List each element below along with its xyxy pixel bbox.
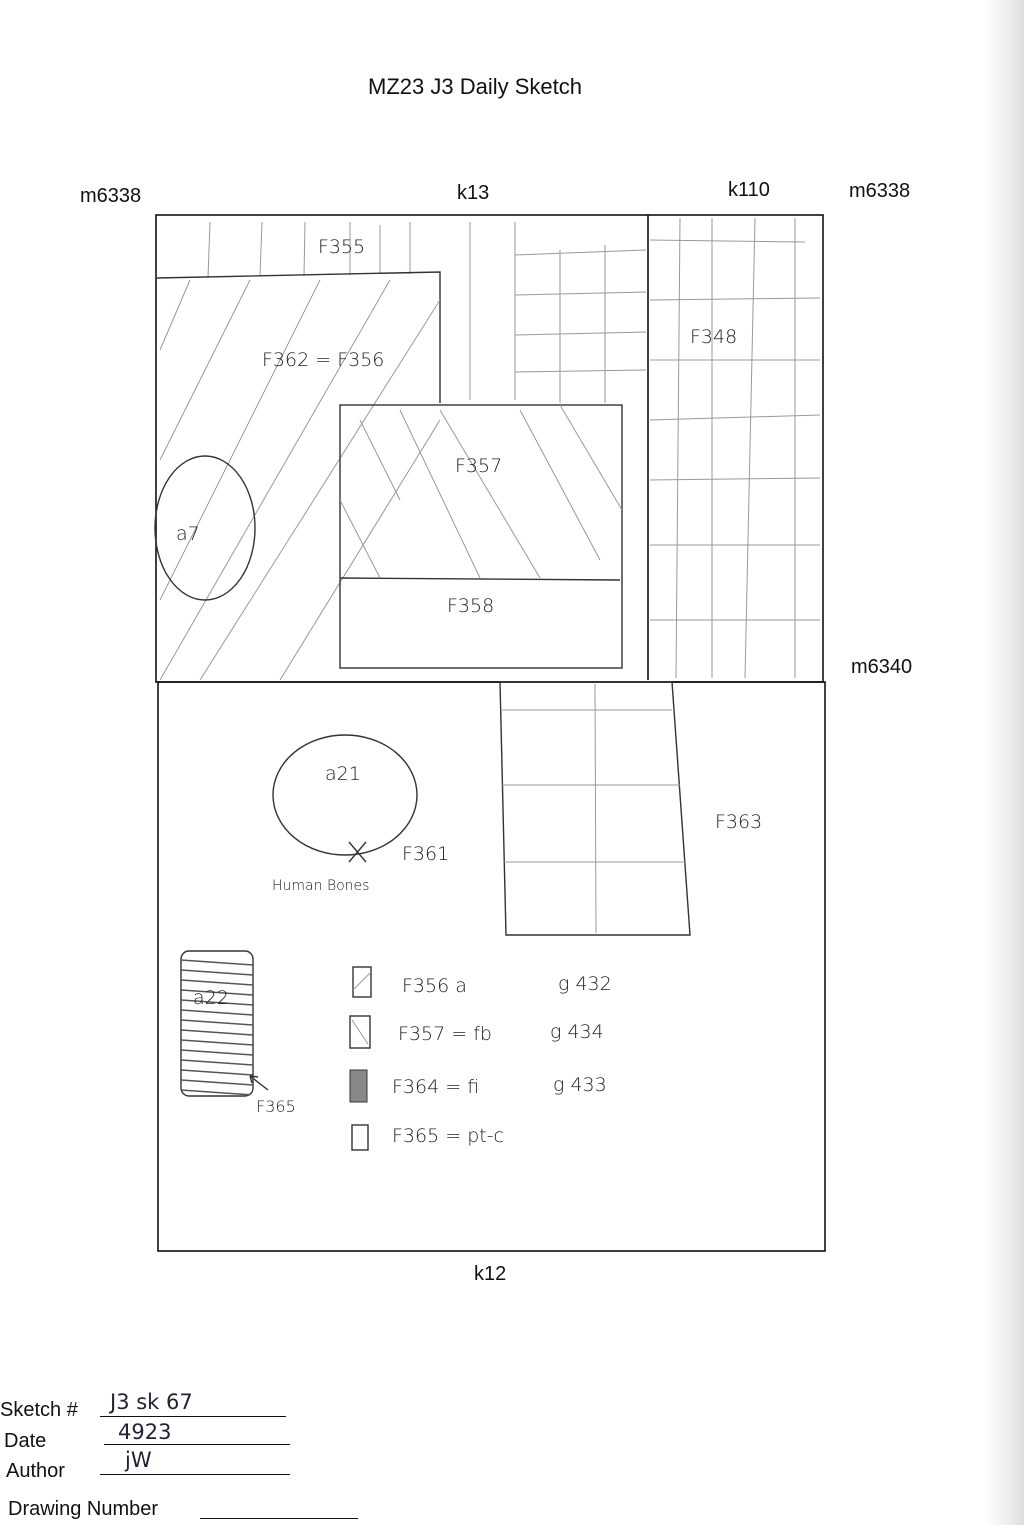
f365-arrow-icon: [249, 1075, 269, 1091]
grid-top-middle: [514, 245, 647, 403]
f355-label: F355: [318, 236, 365, 258]
author-value: jW: [125, 1448, 152, 1472]
f365-label: F365: [256, 1097, 296, 1116]
legend-note: g 432: [558, 973, 612, 995]
date-field[interactable]: [104, 1420, 290, 1445]
grid-label-top-left: m6338: [80, 185, 142, 207]
author-label: Author: [6, 1460, 65, 1482]
f363-outline: [499, 681, 691, 936]
f358-label: F358: [447, 595, 494, 617]
sketch-number-value: J3 sk 67: [110, 1390, 193, 1414]
human-bones-label: Human Bones: [272, 878, 369, 894]
a7-label: a7: [176, 523, 200, 545]
f348-grid: [649, 217, 821, 679]
page-title: MZ23 J3 Daily Sketch: [368, 74, 582, 99]
f361-label: F361: [402, 843, 449, 865]
grid-label-right-middle: m6340: [851, 656, 913, 678]
legend-label: F357 = fb: [398, 1023, 492, 1045]
f357-f358-outline: [339, 404, 623, 669]
f357-hatch: [340, 405, 622, 578]
legend-label: F364 = fi: [392, 1076, 479, 1098]
a22-hatch: [181, 959, 253, 1096]
drawing-number-field[interactable]: [200, 1496, 358, 1519]
f357-label: F357: [455, 455, 502, 477]
sketch-number-field[interactable]: [100, 1392, 286, 1417]
f348-label: F348: [690, 326, 737, 348]
f355-hatch: [207, 221, 411, 279]
grid-label-top-middle: k13: [457, 182, 490, 204]
a22-label: a22: [193, 987, 229, 1009]
grid-label-top-right-inner: k110: [728, 179, 770, 201]
f362-hatch: [159, 279, 440, 680]
a21-label: a21: [325, 763, 361, 785]
grid-label-bottom: k12: [474, 1263, 507, 1285]
legend-swatches: [349, 966, 372, 1151]
grid-label-top-right: m6338: [849, 180, 911, 202]
drawing-number-label: Drawing Number: [8, 1498, 159, 1520]
a21-outline: [272, 734, 418, 856]
legend-note: g 434: [550, 1021, 604, 1043]
f363-grid: [502, 683, 686, 934]
sketch-number-label: Sketch #: [0, 1399, 78, 1421]
a22-outline: [180, 950, 254, 1097]
f362-label: F362 = F356: [262, 349, 384, 371]
legend-note: g 433: [553, 1074, 607, 1096]
page-edge-shadow: [984, 0, 1024, 1525]
legend-label: F356 a: [402, 975, 467, 997]
a7-outline: [154, 455, 256, 601]
bones-x-icon: [348, 841, 367, 863]
author-field[interactable]: [100, 1450, 290, 1475]
date-value: 4923: [118, 1420, 172, 1444]
legend-label: F365 = pt-c: [392, 1125, 504, 1147]
lower-unit-frame: [157, 681, 826, 1252]
f363-label: F363: [715, 811, 762, 833]
date-label: Date: [4, 1430, 47, 1452]
f362-outline: [156, 271, 441, 403]
